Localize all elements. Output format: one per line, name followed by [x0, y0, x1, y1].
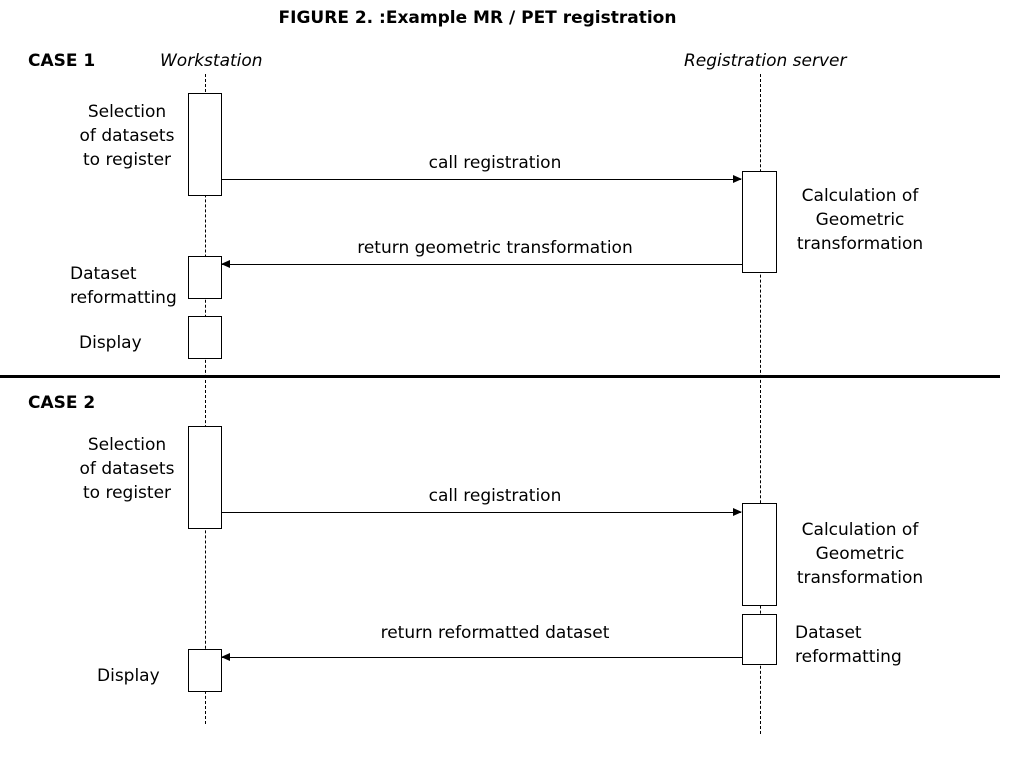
case-2-call-registration-label: call registration	[428, 486, 562, 506]
case-1-selection-activation-box	[188, 93, 222, 196]
case-2-selection-label: Selection of datasets to register	[72, 433, 182, 505]
case-1-reformat-line-1: Dataset	[70, 264, 137, 284]
case-2-reformat-label: Dataset reformatting	[795, 621, 902, 669]
case-1-reformat-line-2: reformatting	[70, 288, 177, 308]
case-2-return-label: return reformatted dataset	[380, 623, 610, 643]
case-2-calculation-activation-box	[742, 503, 777, 606]
case-1-display-label: Display	[79, 333, 142, 353]
case-1-display-activation-box	[188, 316, 222, 359]
case-2-reformat-line-1: Dataset	[795, 623, 862, 643]
case-2-selection-line-3: to register	[82, 483, 172, 503]
case-2-selection-activation-box	[188, 426, 222, 529]
case-1-return-arrow	[221, 260, 742, 268]
lane-label-registration-server: Registration server	[684, 51, 847, 71]
case-2-selection-line-2: of datasets	[79, 459, 175, 479]
case-1-selection-line-1: Selection	[87, 102, 167, 122]
case-1-selection-line-2: of datasets	[79, 126, 175, 146]
case-1-calculation-line-2: Geometric	[815, 210, 905, 230]
case-2-display-activation-box	[188, 649, 222, 692]
case-1-selection-line-3: to register	[82, 150, 172, 170]
case-1-selection-label: Selection of datasets to register	[72, 100, 182, 172]
case-1-calculation-line-1: Calculation of	[801, 186, 919, 206]
case-2-label: CASE 2	[28, 393, 96, 413]
case-2-calculation-label: Calculation of Geometric transformation	[793, 518, 927, 590]
case-2-reformat-line-2: reformatting	[795, 647, 902, 667]
case-1-calculation-activation-box	[742, 171, 777, 273]
case-1-calculation-line-3: transformation	[796, 234, 924, 254]
lane-label-workstation: Workstation	[160, 51, 263, 71]
registration-server-lifeline	[760, 74, 761, 734]
case-separator-line	[0, 375, 1000, 378]
case-2-display-label: Display	[97, 666, 160, 686]
case-1-return-label: return geometric transformation	[357, 238, 633, 258]
case-2-calculation-line-3: transformation	[796, 568, 924, 588]
figure-title: FIGURE 2. :Example MR / PET registration	[278, 8, 677, 28]
case-2-return-arrow	[221, 653, 742, 661]
case-1-call-registration-arrow	[222, 175, 742, 183]
case-1-call-registration-label: call registration	[428, 153, 562, 173]
case-1-reformat-activation-box	[188, 256, 222, 299]
case-2-calculation-line-1: Calculation of	[801, 520, 919, 540]
case-1-reformat-label: Dataset reformatting	[70, 262, 177, 310]
case-2-calculation-line-2: Geometric	[815, 544, 905, 564]
case-1-label: CASE 1	[28, 51, 96, 71]
case-2-selection-line-1: Selection	[87, 435, 167, 455]
case-1-calculation-label: Calculation of Geometric transformation	[793, 184, 927, 256]
case-2-reformat-activation-box	[742, 614, 777, 665]
case-2-call-registration-arrow	[222, 508, 742, 516]
workstation-lifeline	[205, 74, 206, 724]
